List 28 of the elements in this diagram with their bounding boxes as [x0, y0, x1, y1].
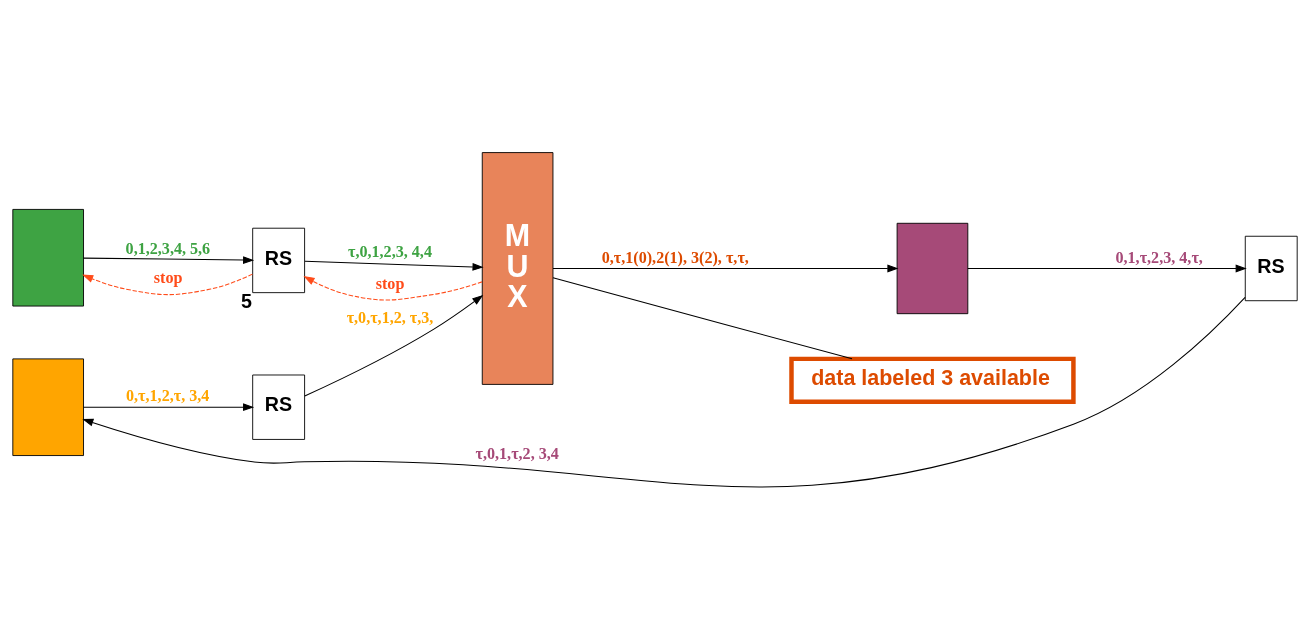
- arrow: [83, 256, 255, 264]
- arrow: [304, 294, 484, 397]
- connector: [552, 277, 853, 360]
- node-box: RS: [1244, 235, 1298, 302]
- node-box: M U X: [481, 152, 554, 385]
- node-box: [12, 208, 84, 307]
- node-box: data labeled 3 available: [789, 356, 1076, 405]
- arrow: [303, 276, 483, 301]
- edge-label: 0,τ,1,2,τ, 3,4: [126, 387, 210, 405]
- edge-label: τ,0,1,2,3, 4,4: [348, 243, 432, 261]
- node-box: [896, 222, 969, 315]
- arrow: [304, 260, 484, 271]
- edge-label: τ,0,τ,1,2, τ,3,: [346, 309, 434, 327]
- node-box: [12, 358, 84, 456]
- edge-label: τ,0,1,τ,2, 3,4: [475, 445, 559, 463]
- arrow: [82, 296, 1246, 488]
- node-box: RS: [252, 227, 306, 294]
- edge-label: stop: [153, 269, 183, 287]
- edge-label: stop: [375, 274, 405, 292]
- arrow: [552, 264, 899, 273]
- arrow: [82, 273, 253, 296]
- arrow: [967, 264, 1247, 273]
- edge-label: 0,τ,1(0),2(1), 3(2), τ,τ,: [601, 248, 749, 266]
- arrow: [83, 403, 255, 412]
- node-box: RS: [252, 374, 306, 440]
- edge-label: 0,1,τ,2,3, 4,τ,: [1115, 248, 1203, 266]
- node-label: 5: [241, 289, 252, 312]
- edge-label: 0,1,2,3,4, 5,6: [125, 239, 211, 257]
